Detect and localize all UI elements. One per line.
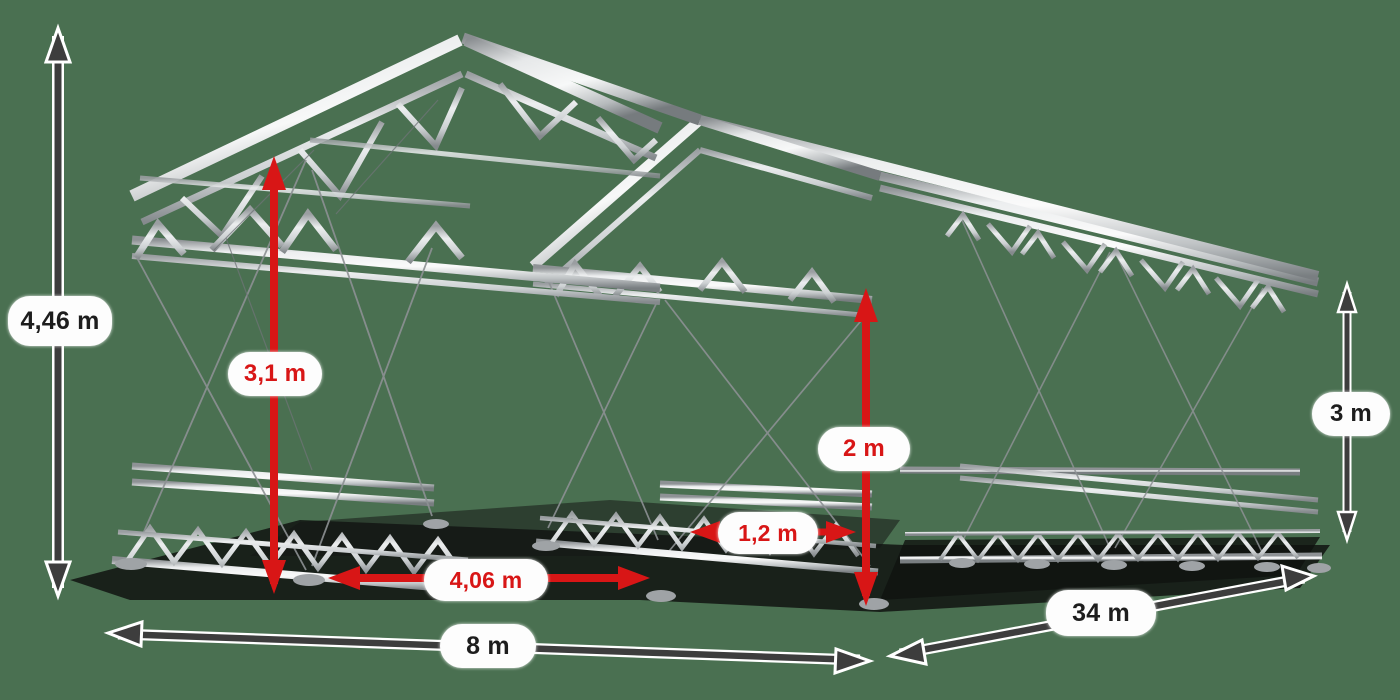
- dimension-label-length-total: 34 m: [1046, 590, 1156, 636]
- dimension-label-width-total: 8 m: [440, 624, 536, 668]
- dimension-label-height-inner: 3,1 m: [228, 352, 322, 396]
- dimension-label-height-side: 2 m: [818, 427, 910, 471]
- dimension-label-span-inner: 4,06 m: [424, 559, 548, 601]
- dimension-label-height-total: 4,46 m: [8, 296, 112, 346]
- dimension-label-offset-inner: 1,2 m: [718, 512, 818, 554]
- middle-gable-frame: [529, 115, 889, 610]
- dimension-label-height-eave: 3 m: [1312, 392, 1390, 436]
